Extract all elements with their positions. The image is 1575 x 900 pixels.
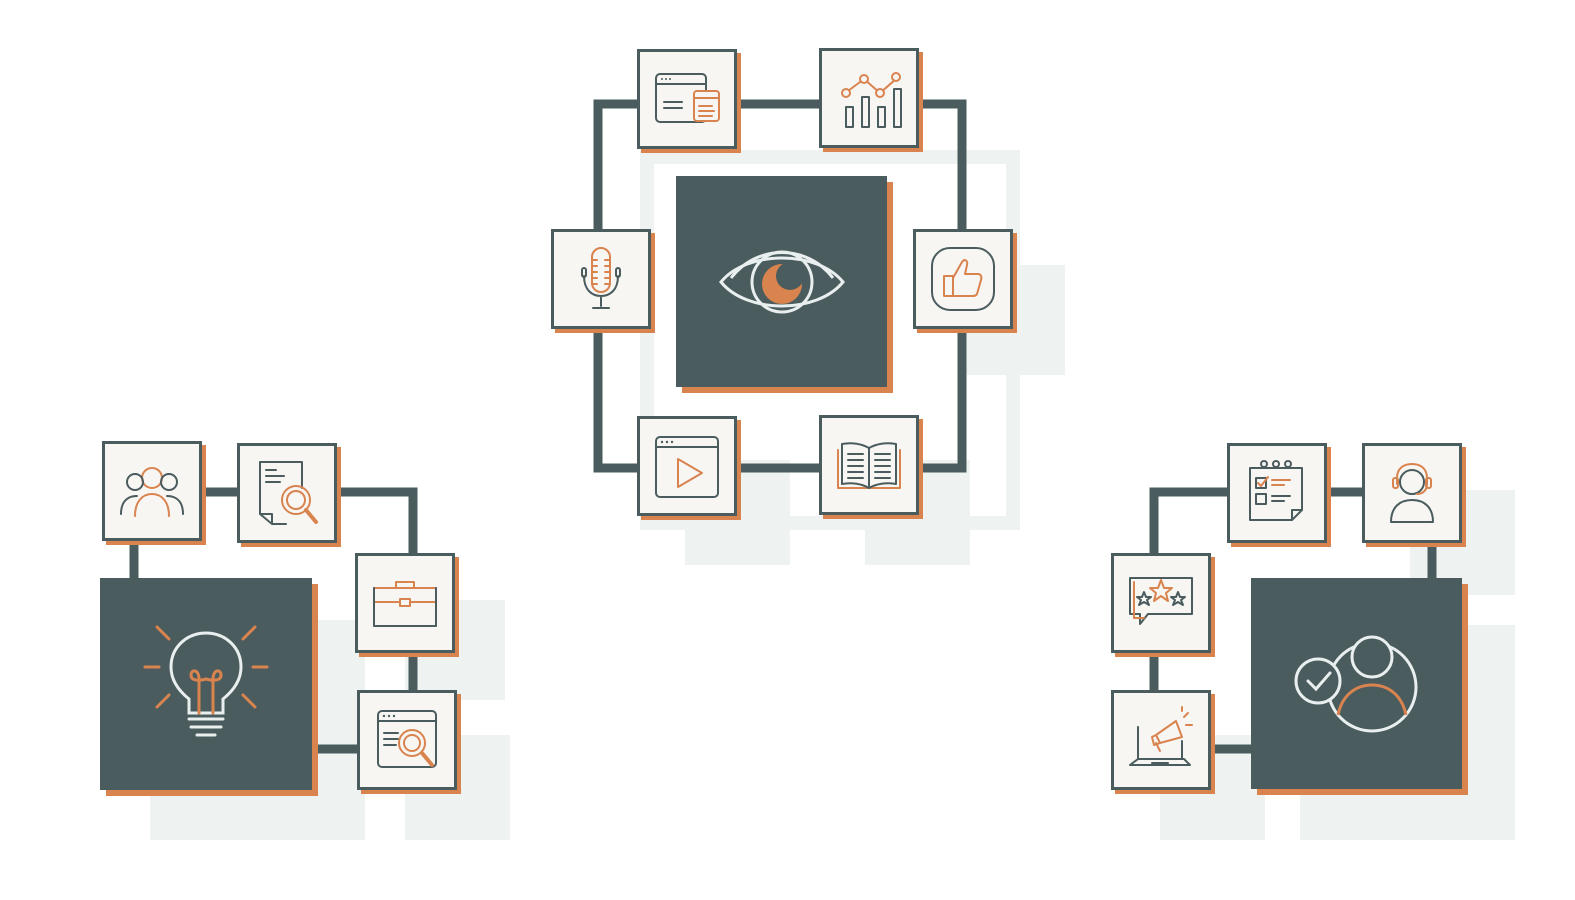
hub-verified-user — [1251, 578, 1462, 789]
thumbs-up-icon — [931, 247, 995, 311]
tile-open-book — [819, 415, 919, 515]
tile-document-search — [237, 443, 337, 543]
tile-growth-chart — [819, 48, 919, 148]
document-search-icon — [259, 461, 318, 525]
video-player-icon — [655, 436, 719, 498]
checklist-icon — [1249, 460, 1303, 521]
tile-browser-windows — [637, 49, 737, 149]
tile-checklist — [1227, 443, 1327, 543]
star-review-icon — [1129, 577, 1193, 625]
tile-team — [102, 441, 202, 541]
tile-laptop-megaphone — [1111, 690, 1211, 790]
tile-support-agent — [1362, 443, 1462, 543]
support-agent-icon — [1390, 463, 1434, 523]
tile-briefcase — [355, 553, 455, 653]
open-book-icon — [837, 442, 901, 489]
tile-video-player — [637, 416, 737, 516]
browser-windows-icon — [655, 73, 720, 123]
hub-lightbulb — [100, 578, 312, 790]
hub-eye — [676, 176, 887, 387]
tile-thumbs-up — [913, 229, 1013, 329]
tile-web-search — [357, 690, 457, 790]
microphone-icon — [581, 247, 621, 309]
briefcase-icon — [373, 581, 437, 627]
left-connectors — [129, 487, 418, 754]
right-connectors — [1149, 487, 1437, 754]
team-icon — [120, 467, 184, 517]
tile-microphone — [551, 229, 651, 329]
growth-chart-icon — [841, 72, 902, 128]
tile-star-review — [1111, 553, 1211, 653]
laptop-megaphone-icon — [1129, 706, 1193, 766]
web-search-icon — [377, 710, 437, 768]
